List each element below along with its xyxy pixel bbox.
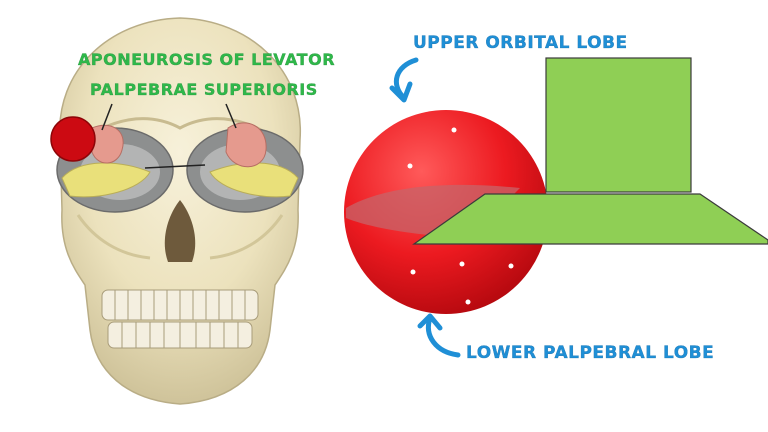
- upper-teeth: [101, 289, 259, 321]
- lower-palpebral-lobe-label: LOWER PALPEBRAL LOBE: [466, 343, 715, 363]
- right-orbital-fat: [209, 162, 299, 198]
- lacrimal-gland-marker: [50, 116, 96, 162]
- lower-teeth: [107, 321, 253, 349]
- left-levator-muscle: [91, 124, 124, 164]
- upper-orbital-lobe-label: UPPER ORBITAL LOBE: [413, 33, 628, 53]
- nasal-cavity: [164, 200, 196, 262]
- aponeurosis-horizontal-plate: [412, 193, 768, 245]
- aponeurosis-vertical-plate: [545, 57, 692, 193]
- curved-arrow-down-icon: [389, 57, 419, 103]
- aponeurosis-label-line1: APONEUROSIS OF LEVATOR: [78, 50, 336, 69]
- aponeurosis-label-line2: PALPEBRAE SUPERIORIS: [90, 80, 318, 99]
- left-orbital-fat: [61, 162, 151, 198]
- curved-arrow-up-icon: [417, 313, 461, 358]
- right-levator-muscle: [225, 122, 267, 168]
